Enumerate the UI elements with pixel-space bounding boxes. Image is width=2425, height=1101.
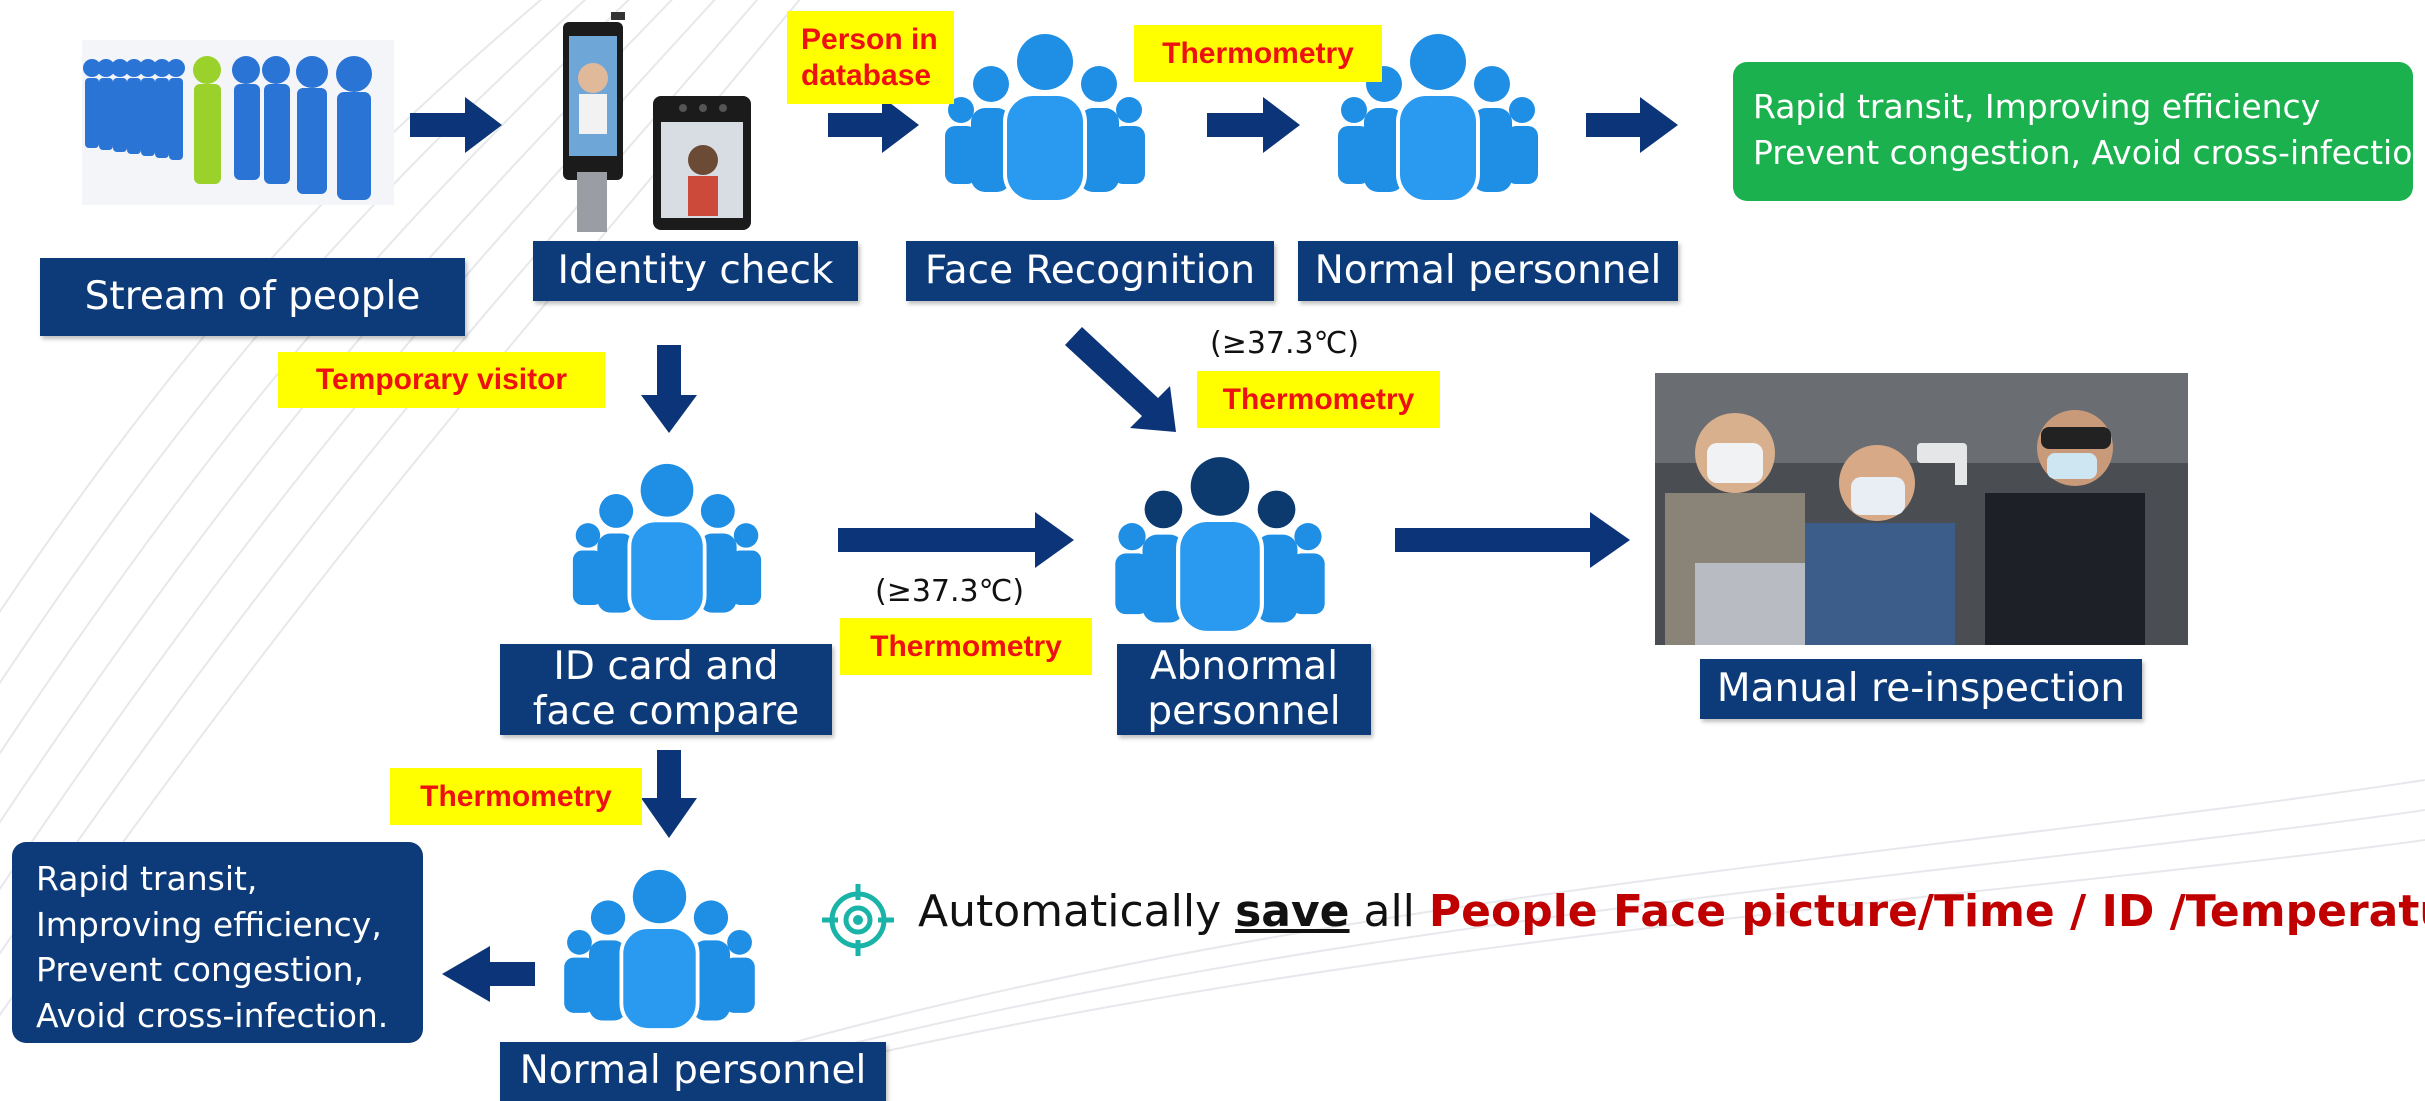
identity-check-text: Identity check — [557, 247, 834, 293]
benefits-top-box: Rapid transit, Improving efficiency Prev… — [1733, 62, 2425, 201]
thermometry-tag-bottom: Thermometry — [390, 768, 642, 825]
face-recognition-label: Face Recognition — [906, 241, 1274, 301]
temporary-visitor-tag: Temporary visitor — [278, 352, 605, 408]
id-card-text-line1: ID card and — [553, 643, 779, 689]
thermometry-tag-middle: Thermometry — [840, 618, 1092, 675]
abnormal-personnel-label: Abnormal personnel — [1117, 644, 1371, 735]
save-middle: all — [1349, 886, 1429, 937]
normal-personnel-bottom-label: Normal personnel — [500, 1042, 886, 1101]
normal-personnel-bottom-text: Normal personnel — [519, 1048, 867, 1094]
temperature-threshold-middle: (≥37.3℃) — [875, 574, 1025, 609]
temporary-visitor-text: Temporary visitor — [315, 363, 568, 396]
arrow-face-to-normal — [1207, 97, 1300, 153]
thermometry-tag-bottom-text: Thermometry — [420, 779, 612, 813]
stream-of-people-label: Stream of people — [40, 258, 465, 336]
save-prefix: Automatically — [918, 886, 1236, 937]
normal-personnel-top-label: Normal personnel — [1298, 241, 1678, 301]
benefits-bottom-line1: Rapid transit, — [36, 859, 258, 898]
benefits-bottom-line4: Avoid cross-infection. — [36, 995, 389, 1035]
benefits-bottom-line2: Improving efficiency, — [36, 904, 382, 944]
arrow-check-to-face — [828, 97, 919, 153]
auto-save-statement: Automatically save all People Face pictu… — [918, 886, 2425, 937]
arrow-normal-to-benefits-bottom — [442, 946, 535, 1002]
person-in-db-line2: database — [801, 58, 932, 92]
save-highlight: People Face picture/Time / ID /Temperatu… — [1428, 886, 2425, 937]
arrow-normal-to-benefits — [1586, 97, 1678, 153]
normal-personnel-top-text: Normal personnel — [1314, 247, 1662, 293]
stream-of-people-text: Stream of people — [84, 273, 421, 319]
identity-check-label: Identity check — [533, 241, 858, 301]
thermometry-tag-abnormal-text: Thermometry — [1222, 382, 1415, 416]
thermometry-tag-middle-text: Thermometry — [870, 629, 1062, 663]
benefits-top-line2: Prevent congestion, Avoid cross-infectio… — [1753, 132, 2425, 172]
people-group-icon — [945, 34, 1145, 202]
benefits-top-line1: Rapid transit, Improving efficiency — [1753, 87, 2321, 126]
arrow-face-to-abnormal — [1065, 327, 1176, 432]
people-group-icon — [1338, 34, 1538, 202]
manual-reinspection-label: Manual re-inspection — [1700, 659, 2142, 719]
person-in-database-tag: Person in database — [787, 11, 954, 104]
id-card-text-line2: face compare — [532, 688, 800, 734]
people-group-icon — [572, 463, 762, 622]
arrow-abnormal-to-manual — [1395, 512, 1630, 568]
thermometry-tag-top: Thermometry — [1134, 25, 1382, 82]
arrow-stream-to-check — [410, 97, 502, 153]
benefits-bottom-line3: Prevent congestion, — [36, 950, 365, 990]
abnormal-text-line1: Abnormal — [1149, 643, 1339, 689]
arrow-idcard-to-normal — [641, 750, 697, 838]
arrow-idcard-to-abnormal — [838, 512, 1074, 568]
person-in-db-line1: Person in — [801, 22, 938, 56]
thermometry-tag-abnormal: Thermometry — [1197, 371, 1440, 428]
temperature-threshold-upper: (≥37.3℃) — [1210, 326, 1360, 361]
benefits-bottom-box: Rapid transit, Improving efficiency, Pre… — [12, 842, 423, 1043]
abnormal-people-group-icon — [1115, 457, 1325, 633]
thermometry-tag-top-text: Thermometry — [1162, 36, 1354, 70]
face-terminal-device-illustration — [563, 12, 751, 232]
manual-reinspection-text: Manual re-inspection — [1716, 665, 2126, 711]
temperature-check-photo — [1655, 373, 2188, 645]
people-queue-illustration — [82, 40, 394, 205]
id-card-face-compare-label: ID card and face compare — [500, 644, 832, 735]
arrow-check-to-idcard — [641, 345, 697, 433]
people-group-icon — [564, 869, 755, 1030]
save-emphasis: save — [1235, 886, 1350, 937]
target-icon — [822, 884, 894, 956]
abnormal-text-line2: personnel — [1147, 688, 1341, 734]
face-recognition-text: Face Recognition — [924, 247, 1256, 293]
